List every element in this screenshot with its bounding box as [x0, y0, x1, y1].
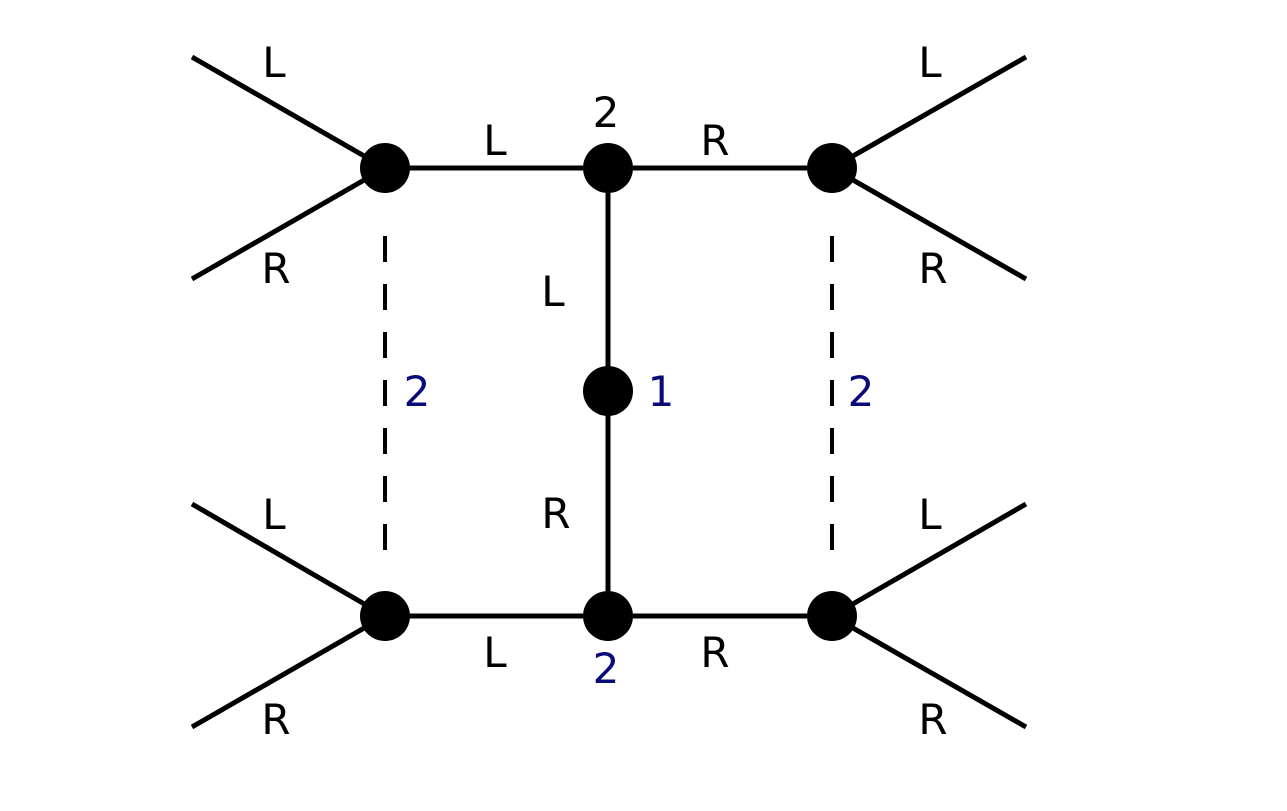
label-left-dashed: 2: [404, 367, 431, 416]
label-top-right-out-upper: L: [918, 38, 942, 87]
node-bottom-center: [583, 591, 633, 641]
label-vertical-upper: L: [541, 267, 565, 316]
label-bottom-right-out-upper: L: [918, 490, 942, 539]
label-right-dashed: 2: [848, 367, 875, 416]
label-bottom-left-out-upper: L: [262, 490, 286, 539]
label-bottom-right-out-lower: R: [918, 695, 947, 744]
edge-bottom-left-lower: [190, 613, 387, 730]
node-top-center: [583, 143, 633, 193]
edge-bottom-right-upper: [830, 501, 1028, 619]
node-bottom-right: [807, 591, 857, 641]
label-top-left-out-lower: R: [261, 244, 290, 293]
label-top-right-edge: R: [700, 116, 729, 165]
edge-bottom-right-lower: [830, 613, 1028, 730]
label-bottom-left-edge: L: [483, 628, 507, 677]
node-top-right: [807, 143, 857, 193]
label-center-node: 1: [648, 367, 675, 416]
label-bottom-right-edge: R: [700, 628, 729, 677]
node-bottom-left: [360, 591, 410, 641]
node-top-left: [360, 143, 410, 193]
edge-top-left-upper: [190, 54, 387, 171]
node-center: [583, 366, 633, 416]
label-bottom-center-node: 2: [593, 644, 620, 693]
label-top-center-node: 2: [593, 88, 620, 137]
label-top-left-edge: L: [483, 116, 507, 165]
edge-bottom-left-upper: [190, 501, 387, 619]
label-bottom-left-out-lower: R: [261, 695, 290, 744]
label-vertical-lower: R: [541, 489, 570, 538]
edge-top-right-lower: [830, 165, 1028, 282]
label-top-left-out-upper: L: [262, 38, 286, 87]
edge-top-left-lower: [190, 165, 387, 282]
label-top-right-out-lower: R: [918, 244, 947, 293]
edge-top-right-upper: [830, 54, 1028, 171]
